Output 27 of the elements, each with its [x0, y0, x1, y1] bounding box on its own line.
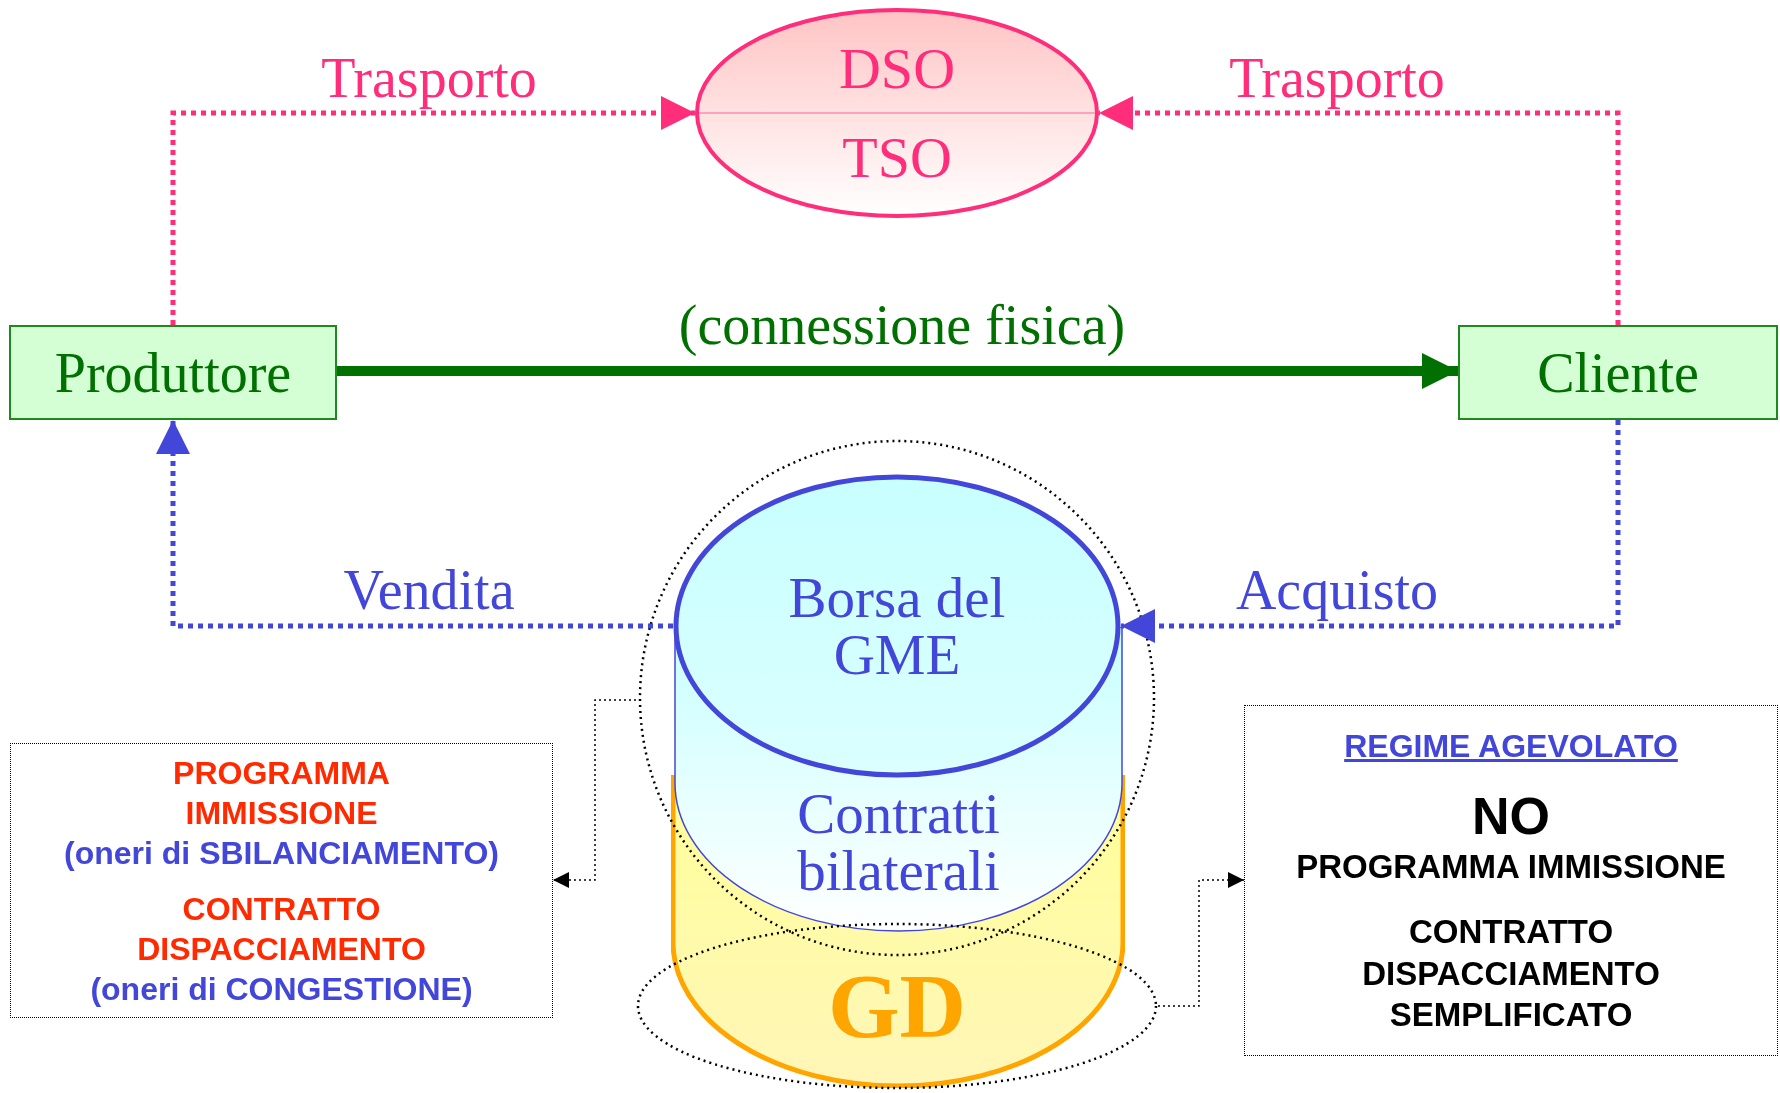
leader-line [552, 699, 637, 888]
node-label: GD [828, 960, 966, 1052]
arrow [337, 353, 1458, 389]
arrow [170, 96, 695, 325]
edge-label: Vendita [343, 562, 515, 618]
note-text: CONTRATTO DISPACCIAMENTO SEMPLIFICATO [1361, 912, 1661, 1035]
leader-line [1157, 872, 1245, 1007]
note-text: PROGRAMMA IMMISSIONE [1296, 847, 1726, 887]
node-label: TSO [842, 128, 952, 187]
actor-box [9, 325, 337, 420]
arrow [1121, 420, 1621, 643]
node-label: Produttore [54, 344, 292, 401]
arrow [156, 420, 673, 629]
note-box [10, 743, 553, 1018]
node-label: DSO [839, 39, 955, 98]
note-text: (oneri di SBILANCIAMENTO) [64, 833, 499, 873]
arrow [1099, 96, 1621, 325]
note-text: REGIME AGEVOLATO [1344, 727, 1678, 766]
node-label: Cliente [1537, 344, 1699, 401]
note-text: NO [1472, 790, 1550, 842]
note-text: PROGRAMMA IMMISSIONE [172, 753, 391, 833]
node-label: Borsa del GME [787, 569, 1007, 683]
node-label: Contratti bilaterali [796, 785, 1001, 899]
actor-box [1458, 325, 1778, 420]
note-text: CONTRATTO DISPACCIAMENTO [136, 889, 427, 969]
note-box [1244, 705, 1778, 1056]
note-text: (oneri di CONGESTIONE) [90, 969, 473, 1009]
